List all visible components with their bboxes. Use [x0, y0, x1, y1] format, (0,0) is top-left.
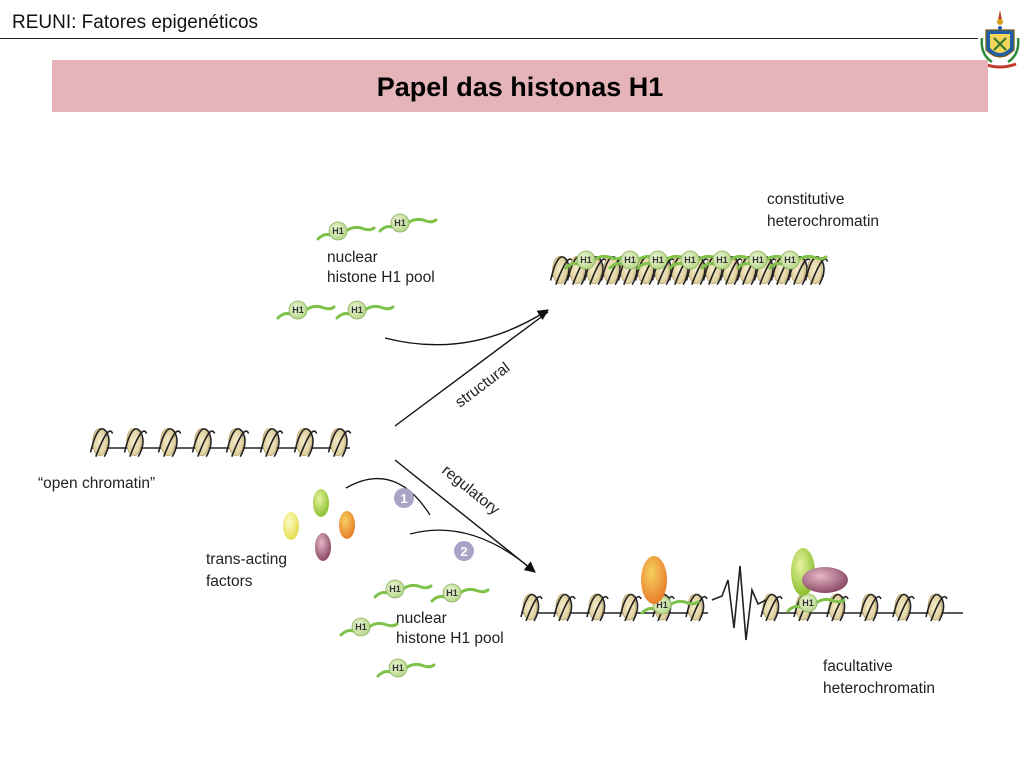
nucleosome: [859, 593, 882, 622]
factor-green: [313, 489, 329, 517]
h1-label: H1: [684, 255, 696, 265]
nucleosome: [225, 427, 250, 458]
histone-h1: H1: [430, 583, 490, 603]
factor-orange: [339, 511, 355, 539]
header-divider: [0, 38, 978, 39]
slide-title: Papel das histonas H1: [376, 72, 664, 102]
nucleosome: [925, 593, 948, 622]
factor-yellow: [283, 512, 299, 540]
facultative-label-1: facultative: [823, 658, 893, 675]
h1-label: H1: [580, 255, 592, 265]
h1-label: H1: [716, 255, 728, 265]
h1-label: H1: [351, 305, 363, 315]
nucleosome: [327, 427, 352, 458]
open-chromatin-fiber: [89, 427, 352, 458]
nucleosome: [619, 593, 642, 622]
h1-label: H1: [752, 255, 764, 265]
histone-h1: H1: [564, 250, 624, 270]
course-title: REUNI: Fatores epigenéticos: [12, 12, 259, 33]
open-chromatin-label: “open chromatin”: [38, 475, 155, 492]
nucleosome: [760, 593, 783, 622]
constitutive-label-2: heterochromatin: [767, 213, 879, 230]
h1-label: H1: [784, 255, 796, 265]
structural-label: structural: [452, 359, 513, 411]
h1-label: H1: [394, 218, 406, 228]
nucleosome: [804, 255, 829, 286]
pool-top-label-2: histone H1 pool: [327, 269, 435, 286]
h1-label: H1: [624, 255, 636, 265]
histone-h1: H1: [378, 213, 438, 233]
nucleosome: [293, 427, 318, 458]
regulatory-label: regulatory: [438, 462, 502, 519]
h1-label: H1: [332, 226, 344, 236]
histone-h1: H1: [276, 300, 336, 320]
histone-h1: H1: [316, 221, 376, 241]
structural-arrow: [394, 311, 549, 427]
trans-acting-label-2: factors: [206, 573, 253, 590]
h1-label: H1: [355, 622, 367, 632]
h1-label: H1: [802, 598, 814, 608]
h1-label: H1: [392, 663, 404, 673]
h1-label: H1: [446, 588, 458, 598]
facultative-label-2: heterochromatin: [823, 680, 935, 697]
nucleosome: [89, 427, 114, 458]
nucleosome: [191, 427, 216, 458]
step-1-badge: [394, 488, 414, 508]
bound-factor-orange: [641, 556, 667, 604]
histone-h1: H1: [335, 300, 395, 320]
histone-h1: H1: [768, 250, 828, 270]
histone-h1: H1: [376, 658, 436, 678]
step-1-number: 1: [400, 491, 407, 506]
step2-curve: [409, 529, 531, 569]
nucleosome: [157, 427, 182, 458]
constitutive-heterochromatin-fiber: H1 H1 H1 H1 H1 H1 H1: [549, 250, 829, 286]
pool-bottom-label-1: nuclear: [396, 610, 447, 627]
h1-label: H1: [656, 600, 668, 610]
histone-h1: H1: [786, 593, 846, 613]
facultative-heterochromatin-fiber: H1 H1: [520, 593, 963, 622]
pool-to-constitutive-arrow: [384, 309, 549, 346]
nucleosome: [520, 593, 543, 622]
trans-acting-label-1: trans-acting: [206, 551, 287, 568]
constitutive-label-1: constitutive: [767, 191, 845, 208]
pool-bottom-label-2: histone H1 pool: [396, 630, 504, 647]
h1-label: H1: [389, 584, 401, 594]
nucleosome: [553, 593, 576, 622]
h1-label: H1: [652, 255, 664, 265]
nucleosome: [123, 427, 148, 458]
bound-factor-purple: [802, 567, 848, 593]
nucleosome: [892, 593, 915, 622]
pool-top-label-1: nuclear: [327, 249, 378, 266]
step-2-number: 2: [460, 544, 467, 559]
nucleosome: [259, 427, 284, 458]
factor-purple: [315, 533, 331, 561]
nucleosome: [586, 593, 609, 622]
slide-title-bar: Papel das histonas H1: [52, 60, 988, 112]
h1-label: H1: [292, 305, 304, 315]
step-2-badge: [454, 541, 474, 561]
dna-linker-zigzag: [711, 565, 767, 641]
nucleosome: [685, 593, 708, 622]
step1-curve: [345, 477, 431, 516]
histone-h1: H1: [339, 617, 399, 637]
regulatory-arrow: [394, 459, 536, 573]
histone-h1: H1: [373, 579, 433, 599]
nucleosome: [826, 593, 849, 622]
